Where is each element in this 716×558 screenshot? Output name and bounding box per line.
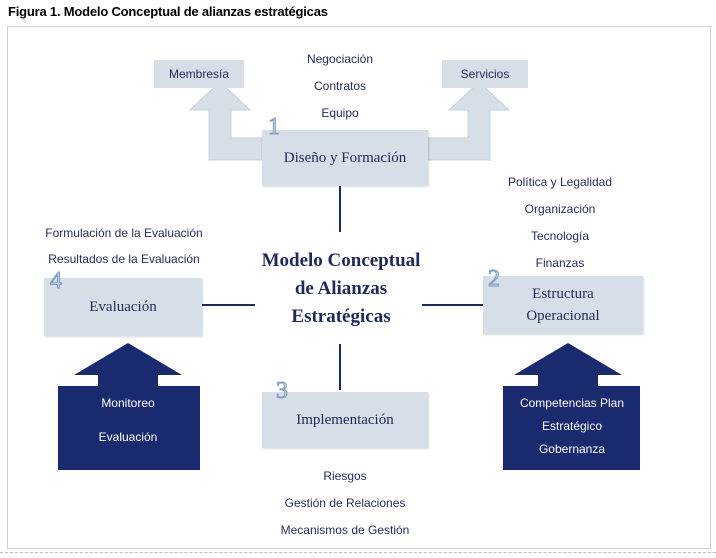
operational-structure-line1: Estructura — [532, 286, 594, 302]
operational-structure-line2: Operacional — [526, 308, 600, 324]
figure-title: Figura 1. Modelo Conceptual de alianzas … — [8, 4, 328, 19]
bottom-divider — [0, 552, 716, 553]
design-formation-label: Diseño y Formación — [283, 150, 407, 166]
right-item-tecnologia: Tecnología — [530, 229, 590, 243]
arrow-to-membresia — [188, 81, 263, 161]
dark-arrow-right — [503, 343, 640, 470]
bottom-item-mecanismos: Mecanismos de Gestión — [280, 523, 410, 537]
right-item-organizacion: Organización — [524, 202, 596, 216]
implementation-label: Implementación — [296, 412, 394, 428]
evaluation-box: Evaluación — [44, 278, 202, 336]
top-item-negociacion: Negociación — [306, 52, 374, 66]
step-number-1: 1 — [268, 114, 281, 141]
top-item-contratos: Contratos — [313, 79, 367, 93]
right-dark-item-estrategico: Estratégico — [541, 419, 603, 433]
left-dark-item-monitoreo: Monitoreo — [101, 396, 155, 410]
center-title-line3: Estratégicas — [291, 306, 391, 327]
bottom-item-riesgos: Riesgos — [323, 469, 367, 483]
center-title-line2: de Alianzas — [294, 278, 388, 299]
design-formation-box: Diseño y Formación — [262, 130, 428, 186]
step-number-4: 4 — [50, 268, 63, 295]
right-item-finanzas: Finanzas — [535, 256, 585, 270]
left-item-formulacion: Formulación de la Evaluación — [45, 226, 203, 240]
left-dark-item-evaluacion: Evaluación — [98, 430, 158, 444]
arrow-to-servicios — [427, 81, 511, 161]
right-dark-item-gobernanza: Gobernanza — [538, 442, 606, 456]
implementation-box: Implementación — [262, 392, 428, 448]
step-number-2: 2 — [488, 266, 501, 293]
dark-arrow-left — [58, 343, 200, 470]
operational-structure-box: Estructura Operacional — [483, 276, 643, 334]
right-item-politica: Política y Legalidad — [507, 175, 613, 189]
right-dark-item-competencias: Competencias Plan — [519, 396, 625, 410]
left-item-resultados: Resultados de la Evaluación — [48, 252, 200, 266]
step-number-3: 3 — [276, 378, 289, 405]
top-item-equipo: Equipo — [321, 106, 359, 120]
servicios-tag: Servicios — [442, 60, 528, 88]
diagram-frame — [7, 26, 711, 549]
center-title: Modelo Conceptual de Alianzas Estratégic… — [245, 247, 437, 331]
evaluation-label: Evaluación — [89, 299, 157, 315]
bottom-item-gestion-relaciones: Gestión de Relaciones — [284, 496, 406, 510]
membresia-tag: Membresía — [154, 60, 244, 88]
center-title-line1: Modelo Conceptual — [261, 250, 421, 271]
